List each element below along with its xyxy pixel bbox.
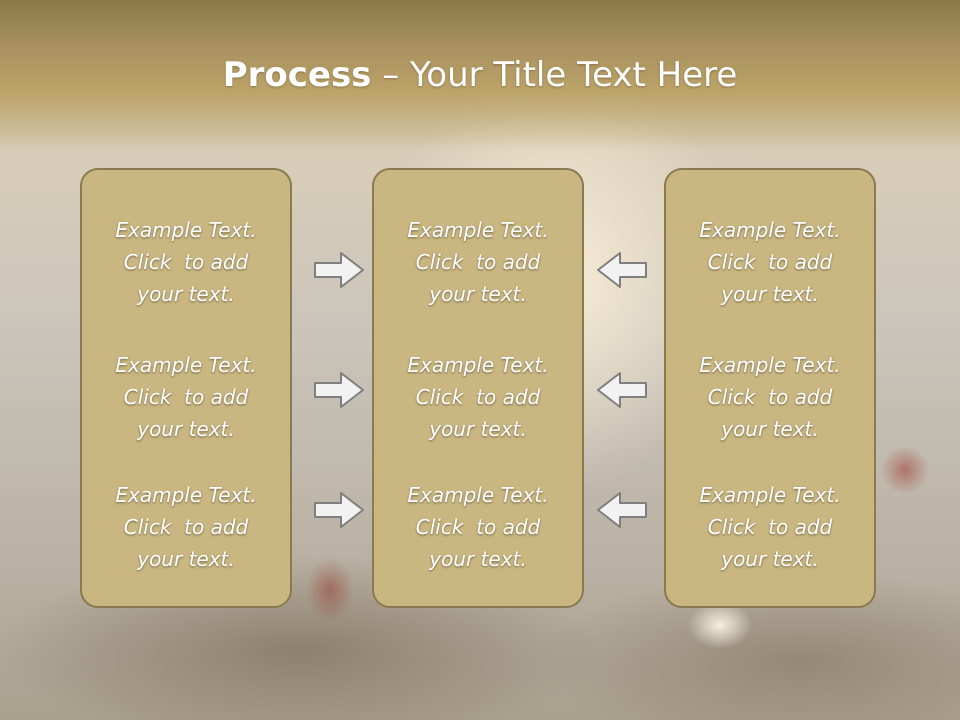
text-line: your text. xyxy=(429,282,527,306)
title-rest: – Your Title Text Here xyxy=(371,55,738,95)
text-line: your text. xyxy=(721,547,819,571)
text-placeholder[interactable]: Example Text. Click to add your text. xyxy=(374,214,582,310)
right-arrow-icon[interactable] xyxy=(313,370,365,410)
left-arrow-icon[interactable] xyxy=(596,250,648,290)
process-column-left: Example Text. Click to add your text. Ex… xyxy=(80,168,292,608)
text-line: your text. xyxy=(137,417,235,441)
text-placeholder[interactable]: Example Text. Click to add your text. xyxy=(666,349,874,445)
text-line: Example Text. xyxy=(699,483,841,507)
text-line: Example Text. xyxy=(407,483,549,507)
text-line: Example Text. xyxy=(115,218,257,242)
right-arrow-icon[interactable] xyxy=(313,250,365,290)
right-arrow-icon[interactable] xyxy=(313,490,365,530)
text-line: your text. xyxy=(721,282,819,306)
text-placeholder[interactable]: Example Text. Click to add your text. xyxy=(666,214,874,310)
left-arrow-icon[interactable] xyxy=(596,370,648,410)
text-line: your text. xyxy=(137,547,235,571)
text-line: Example Text. xyxy=(115,483,257,507)
text-placeholder[interactable]: Example Text. Click to add your text. xyxy=(82,349,290,445)
text-line: Click to add xyxy=(123,385,249,409)
text-line: Click to add xyxy=(123,515,249,539)
text-line: Example Text. xyxy=(407,218,549,242)
text-line: Example Text. xyxy=(407,353,549,377)
text-line: your text. xyxy=(721,417,819,441)
text-line: Click to add xyxy=(415,515,541,539)
text-line: Example Text. xyxy=(699,353,841,377)
text-line: Example Text. xyxy=(115,353,257,377)
title-band xyxy=(0,0,960,150)
text-placeholder[interactable]: Example Text. Click to add your text. xyxy=(666,479,874,575)
text-line: your text. xyxy=(137,282,235,306)
text-line: Click to add xyxy=(415,385,541,409)
text-line: Example Text. xyxy=(699,218,841,242)
text-line: Click to add xyxy=(707,515,833,539)
process-column-right: Example Text. Click to add your text. Ex… xyxy=(664,168,876,608)
text-placeholder[interactable]: Example Text. Click to add your text. xyxy=(374,479,582,575)
text-line: your text. xyxy=(429,547,527,571)
text-placeholder[interactable]: Example Text. Click to add your text. xyxy=(374,349,582,445)
text-line: Click to add xyxy=(415,250,541,274)
text-placeholder[interactable]: Example Text. Click to add your text. xyxy=(82,214,290,310)
title-bold: Process xyxy=(222,55,372,95)
text-line: Click to add xyxy=(707,385,833,409)
process-column-center: Example Text. Click to add your text. Ex… xyxy=(372,168,584,608)
left-arrow-icon[interactable] xyxy=(596,490,648,530)
text-line: Click to add xyxy=(707,250,833,274)
text-line: Click to add xyxy=(123,250,249,274)
text-line: your text. xyxy=(429,417,527,441)
text-placeholder[interactable]: Example Text. Click to add your text. xyxy=(82,479,290,575)
slide-title[interactable]: Process – Your Title Text Here xyxy=(0,50,960,100)
